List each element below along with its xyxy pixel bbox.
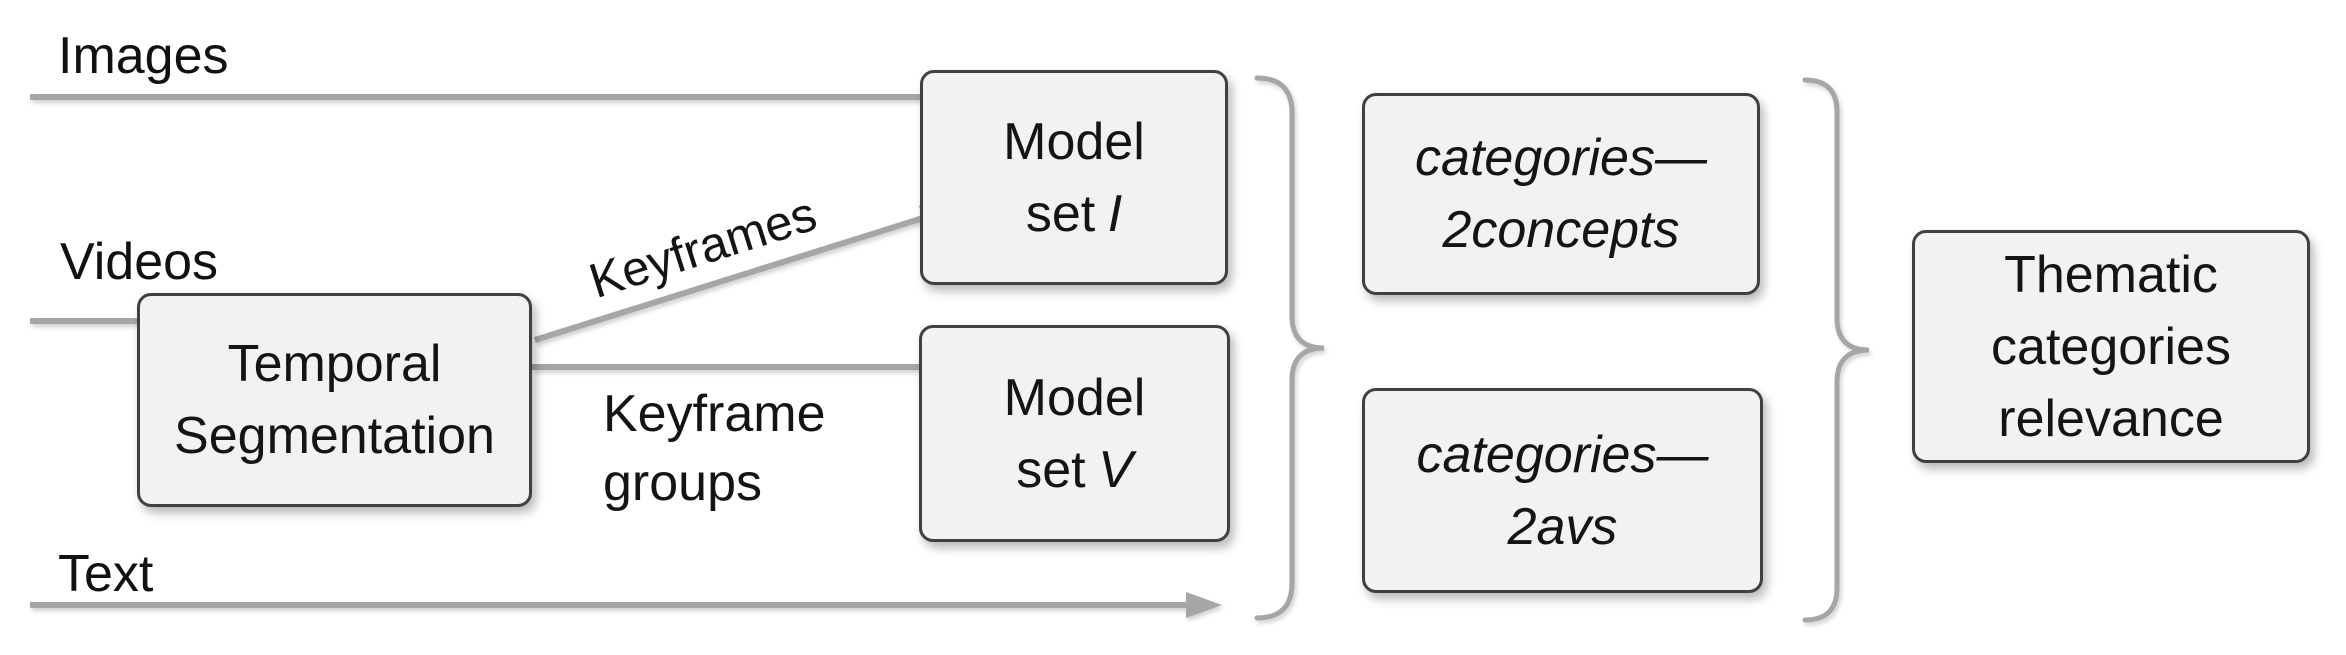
thematic-line3: relevance — [1998, 389, 2224, 448]
keyframe-groups-edge-label-line2: groups — [603, 454, 762, 512]
categories-2concepts-node: categories— 2concepts — [1362, 93, 1760, 295]
categories-2avs-line2: 2avs — [1507, 497, 1618, 556]
categories-2concepts-line2: 2concepts — [1442, 201, 1680, 259]
temporal-node-line1: Temporal — [227, 335, 442, 393]
model-set-v-symbol: V — [1098, 440, 1133, 499]
keyframe-groups-edge-label: Keyframe groups — [603, 380, 826, 518]
model-set-v-line1: Model — [1003, 368, 1146, 427]
model-set-v-prefix: set — [1016, 440, 1086, 499]
text-input-label: Text — [58, 545, 154, 603]
temporal-segmentation-node: Temporal Segmentation — [137, 293, 532, 507]
model-set-i-line1: Model — [1003, 112, 1145, 171]
model-set-i-symbol: I — [1107, 184, 1123, 243]
images-input-label: Images — [58, 27, 229, 85]
model-set-i-prefix: set — [1025, 184, 1096, 243]
categories-2avs-node: categories— 2avs — [1362, 388, 1763, 593]
temporal-node-line2: Segmentation — [174, 407, 495, 465]
categories-2concepts-line1: categories— — [1415, 129, 1707, 187]
keyframe-groups-edge-label-line1: Keyframe — [603, 385, 826, 443]
thematic-line1: Thematic — [2004, 245, 2218, 304]
thematic-categories-relevance-node: Thematic categories relevance — [1912, 230, 2310, 463]
categories-2avs-line1: categories— — [1416, 425, 1709, 484]
models-curly-brace-icon — [1254, 75, 1325, 621]
thematic-line2: categories — [1991, 317, 2231, 376]
keyframes-arrow-line — [534, 215, 924, 343]
text-arrowhead-icon — [1186, 592, 1222, 618]
videos-input-label: Videos — [60, 233, 219, 291]
categories-curly-brace-icon — [1802, 77, 1870, 623]
